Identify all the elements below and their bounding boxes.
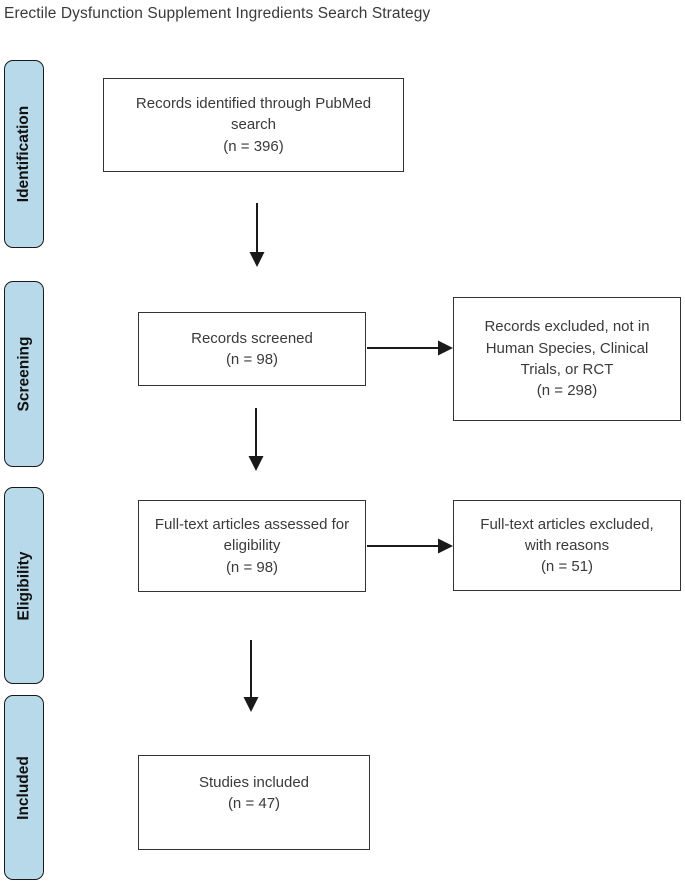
- flow-box-records-screened: Records screened (n = 98): [138, 312, 366, 386]
- page-title: Erectile Dysfunction Supplement Ingredie…: [4, 5, 431, 22]
- stage-included: Included: [4, 695, 44, 880]
- records-screened-text: Records screened: [191, 329, 313, 347]
- flow-box-fulltext-assessed: Full-text articles assessed for eligibil…: [138, 500, 366, 592]
- studies-included-count: (n = 47): [227, 795, 281, 813]
- records-excluded-text: Records excluded, not in Human Species, …: [484, 318, 650, 378]
- flow-box-studies-included: Studies included (n = 47): [138, 755, 370, 850]
- stage-identification-label: Identification: [15, 105, 33, 203]
- stage-eligibility: Eligibility: [4, 487, 44, 684]
- fulltext-assessed-text: Full-text articles assessed for eligibil…: [154, 516, 350, 555]
- arrow-identified-to-screened: [249, 203, 265, 267]
- fulltext-excluded-text: Full-text articles excluded, with reason…: [480, 515, 654, 554]
- flow-box-fulltext-excluded: Full-text articles excluded, with reason…: [453, 500, 681, 591]
- stage-screening: Screening: [4, 281, 44, 467]
- flow-box-records-excluded: Records excluded, not in Human Species, …: [453, 297, 681, 421]
- fulltext-excluded-count: (n = 51): [540, 558, 594, 576]
- stage-screening-label: Screening: [15, 336, 33, 412]
- arrow-screened-to-excluded: [367, 340, 453, 356]
- stage-identification: Identification: [4, 60, 44, 248]
- studies-included-text: Studies included: [198, 774, 310, 791]
- arrow-fulltext-to-excluded: [367, 538, 453, 554]
- arrow-screened-to-fulltext: [248, 408, 264, 471]
- records-screened-count: (n = 98): [225, 351, 279, 368]
- stage-eligibility-label: Eligibility: [15, 551, 32, 620]
- fulltext-assessed-count: (n = 98): [225, 558, 279, 576]
- flow-box-records-identified: Records identified through PubMed search…: [103, 78, 404, 172]
- records-identified-count: (n = 396): [223, 137, 284, 155]
- stage-included-label: Included: [15, 755, 33, 820]
- records-excluded-count: (n = 298): [536, 382, 598, 400]
- arrow-fulltext-to-included: [243, 640, 259, 712]
- records-identified-text: Records identified through PubMed search: [135, 95, 372, 134]
